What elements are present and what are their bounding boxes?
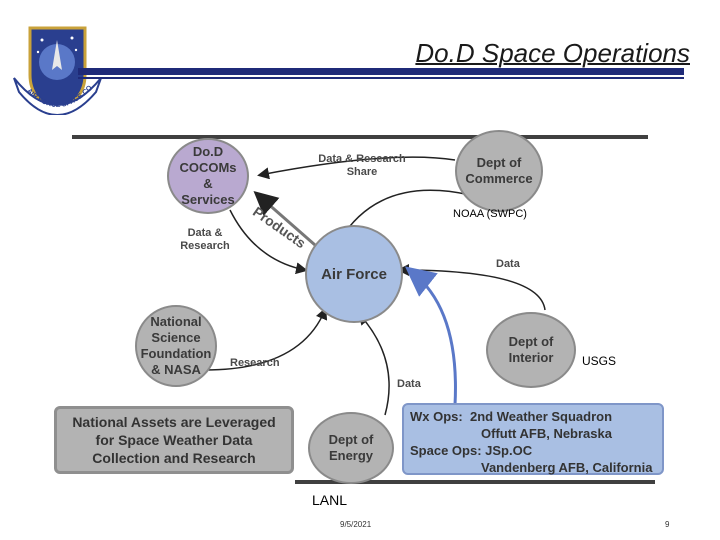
air-force-space-command-logo: AIR FORCE SPACE COMMAND [7, 15, 105, 116]
edge-label-data-research-share: Data & Research Share [318, 153, 406, 178]
arrow-dod-to-airforce [229, 209, 308, 275]
dept-interior-node: Dept of Interior [486, 312, 576, 388]
footer-date: 9/5/2021 [340, 520, 372, 529]
air-force-node: Air Force [305, 225, 403, 323]
dept-energy-label: Dept of Energy [328, 432, 374, 463]
wx-ops-line2: Offutt AFB, Nebraska [481, 426, 612, 441]
diagram-bottom-divider [295, 480, 655, 484]
arrow-products [253, 191, 316, 247]
edge-label-data-energy: Data [397, 378, 421, 390]
edge-label-data-research: Data & Research [180, 227, 230, 252]
noaa-label: NOAA (SWPC) [453, 208, 527, 220]
dept-interior-label: Dept of Interior [508, 334, 554, 365]
usgs-label: USGS [582, 354, 617, 368]
dod-cocoms-label: Do.D COCOMs & Services [179, 144, 237, 207]
space-ops-line2: Vandenberg AFB, California [481, 460, 653, 475]
dept-energy-node: Dept of Energy [308, 412, 394, 484]
header-bar [78, 68, 684, 75]
arrow-nsf-to-airforce [204, 307, 328, 371]
national-assets-box: National Assets are Leveraged for Space … [54, 406, 294, 474]
lanl-label: LANL [312, 492, 348, 508]
footer-page-number: 9 [665, 520, 670, 529]
nsf-nasa-label: National Science Foundation & NASA [140, 314, 212, 377]
edge-label-research: Research [230, 357, 280, 369]
arrow-energy-to-airforce [358, 312, 390, 416]
nsf-nasa-node: National Science Foundation & NASA [135, 305, 217, 387]
wx-ops-label: Wx Ops: [410, 409, 463, 424]
arrow-ops-to-airforce [404, 266, 457, 406]
dept-commerce-node: Dept of Commerce [455, 130, 543, 212]
space-ops-label: Space Ops: [410, 443, 482, 458]
arrow-commerce-to-dod [257, 156, 456, 180]
air-force-label: Air Force [321, 265, 387, 283]
header-bar-thin [78, 77, 684, 79]
dept-commerce-label: Dept of Commerce [465, 155, 533, 186]
arrow-interior-to-airforce [397, 264, 546, 311]
wx-ops-line1: 2nd Weather Squadron [469, 409, 613, 424]
diagram-top-divider [72, 135, 648, 139]
edge-label-data-commerce: Data [496, 258, 520, 270]
national-assets-text: National Assets are Leveraged for Space … [72, 414, 276, 466]
dod-cocoms-node: Do.D COCOMs & Services [167, 138, 249, 214]
operations-box: Wx Ops: 2nd Weather Squadron Offutt AFB,… [402, 403, 664, 475]
page-title: Do.D Space Operations [415, 38, 690, 68]
space-ops-line1: JSp.OC [485, 443, 533, 458]
